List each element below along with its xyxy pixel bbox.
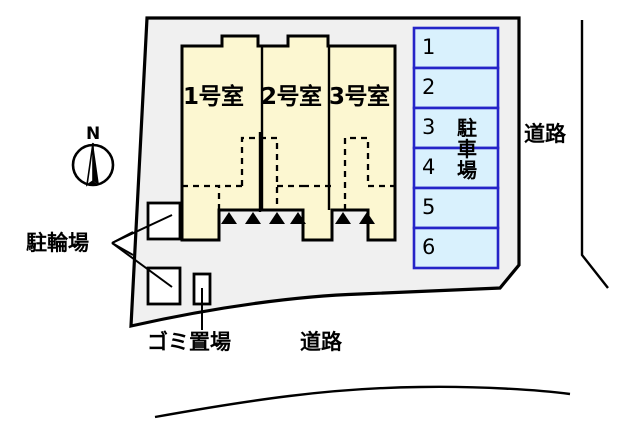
parking-stall-number-6: 6 bbox=[422, 235, 436, 259]
unit-label-1: 1号室 bbox=[183, 84, 244, 110]
parking-stall-5[interactable] bbox=[412, 186, 500, 230]
parking-stall-6[interactable] bbox=[412, 226, 500, 270]
bicycle-parking-label: 駐輪場 bbox=[26, 231, 89, 255]
parking-stall-group bbox=[412, 26, 500, 270]
parking-stall-number-4: 4 bbox=[422, 155, 436, 179]
road-right-label: 道路 bbox=[524, 122, 566, 146]
parking-stall-number-3: 3 bbox=[422, 115, 436, 139]
parking-area-label-char-1: 駐 bbox=[457, 116, 477, 140]
parking-area-label-char-3: 場 bbox=[457, 158, 477, 182]
unit-label-2: 2号室 bbox=[261, 84, 322, 110]
parking-stall-number-5: 5 bbox=[422, 195, 436, 219]
unit-label-3: 3号室 bbox=[329, 84, 390, 110]
road-bottom-label: 道路 bbox=[300, 330, 342, 354]
parking-stall-number-1: 1 bbox=[422, 35, 436, 59]
garbage-area-label: ゴミ置場 bbox=[147, 330, 231, 354]
road-bottom-far-edge bbox=[154, 385, 571, 419]
building-footprint bbox=[180, 34, 397, 242]
entrance-step-markers-right bbox=[335, 212, 375, 224]
parking-stall-2[interactable] bbox=[412, 66, 500, 110]
bicycle-parking-leader-lines bbox=[111, 214, 173, 288]
building-dashed-details bbox=[182, 136, 395, 210]
parking-stall-4[interactable] bbox=[412, 146, 500, 190]
parking-area-label-char-2: 車 bbox=[457, 137, 477, 161]
compass-rose bbox=[71, 142, 115, 187]
entrance-step-markers-left bbox=[221, 212, 306, 224]
parking-stall-number-2: 2 bbox=[422, 75, 436, 99]
road-right-edge bbox=[580, 20, 609, 289]
bicycle-parking-box-upper[interactable] bbox=[146, 201, 182, 241]
parking-stall-3[interactable] bbox=[412, 106, 500, 150]
compass-north-label: N bbox=[86, 124, 101, 144]
